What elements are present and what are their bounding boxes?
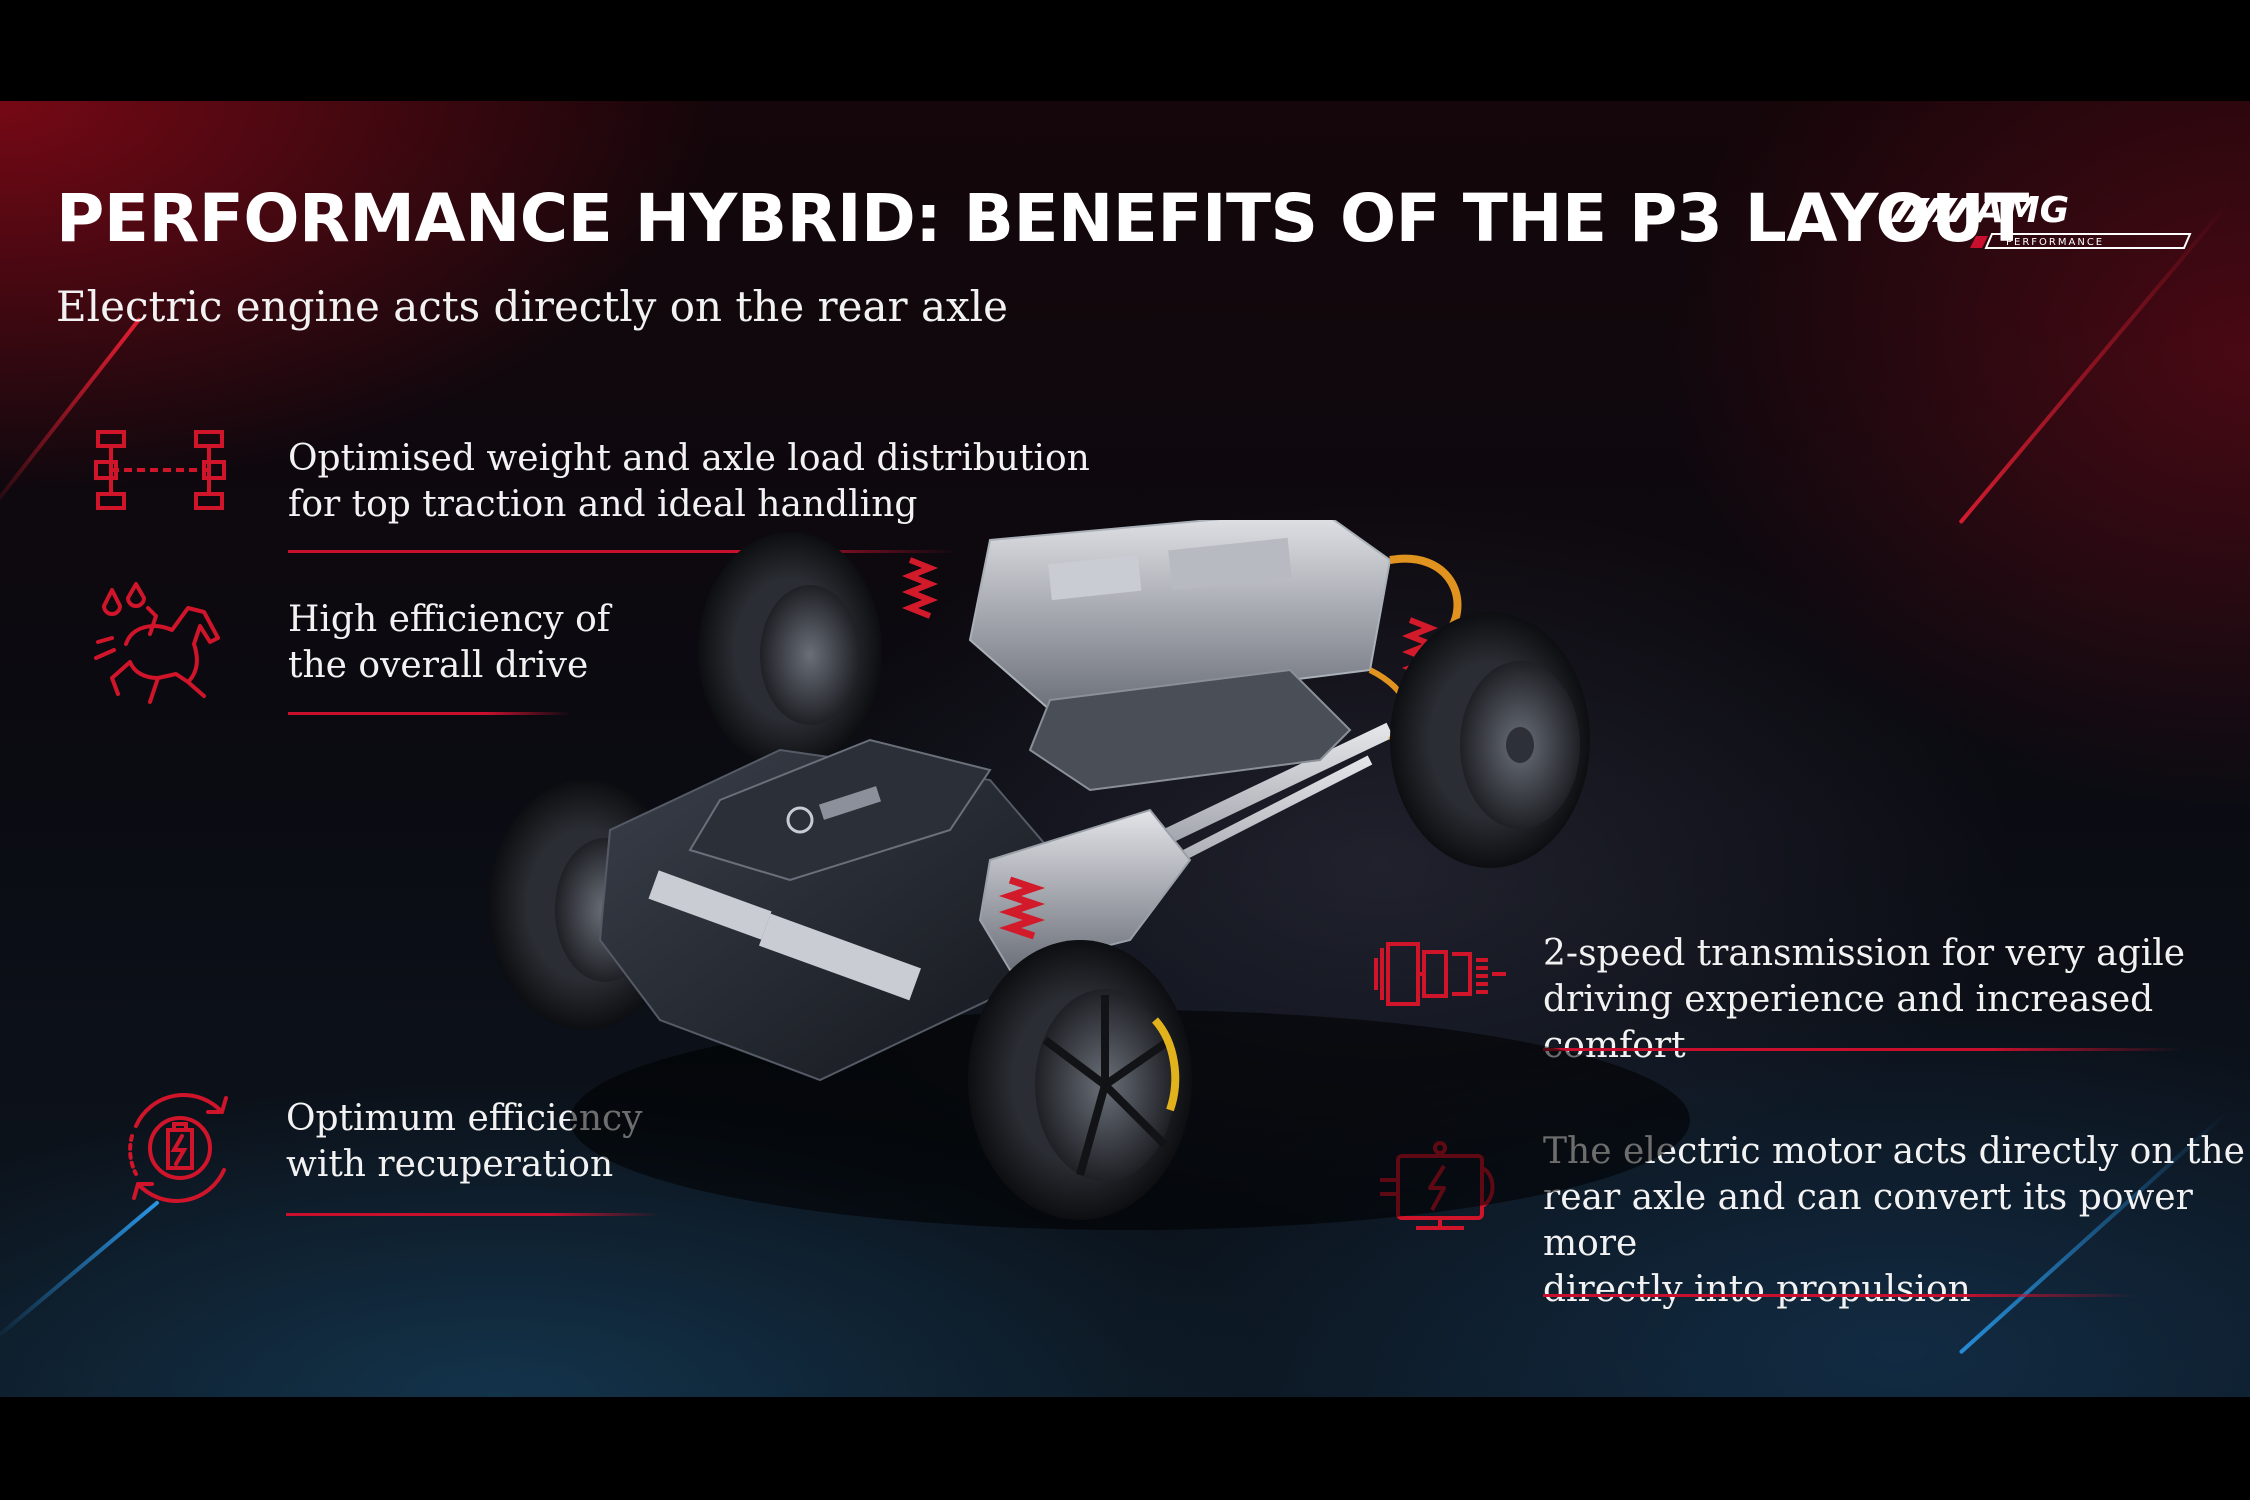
rear-right-wheel — [1390, 612, 1590, 868]
amg-logo: AMG PERFORMANCE — [1890, 190, 2192, 249]
feature-line: the overall drive — [288, 645, 589, 686]
transmission-icon — [1374, 942, 1506, 1006]
feature-transmission: 2-speed transmission for very agile driv… — [1543, 931, 2250, 1069]
page-title: PERFORMANCE HYBRID: BENEFITS OF THE P3 L… — [56, 180, 2029, 257]
divider-rule — [1543, 1048, 2183, 1051]
feature-weight-distribution: Optimised weight and axle load distribut… — [288, 436, 1090, 528]
rear-left-wheel — [698, 532, 882, 768]
divider-rule — [286, 1213, 660, 1216]
divider-rule — [288, 712, 570, 715]
feature-line: High efficiency of — [288, 599, 611, 640]
feature-line: driving experience and increased comfort — [1543, 979, 2154, 1066]
axle-load-icon — [94, 430, 226, 510]
feature-line: directly into propulsion — [1543, 1269, 1971, 1310]
feature-line: Optimised weight and axle load distribut… — [288, 438, 1090, 479]
feature-line: rear axle and can convert its power more — [1543, 1177, 2193, 1264]
divider-rule — [288, 550, 958, 553]
battery-recuperation-icon — [128, 1093, 228, 1203]
feature-line: with recuperation — [286, 1144, 614, 1185]
horse-efficiency-icon — [94, 582, 220, 704]
divider-rule — [1543, 1294, 2137, 1297]
blue-light-streak — [0, 1200, 160, 1345]
feature-line: for top traction and ideal handling — [288, 484, 918, 525]
front-right-wheel — [968, 940, 1192, 1220]
feature-line: 2-speed transmission for very agile — [1543, 933, 2186, 974]
page-subtitle: Electric engine acts directly on the rea… — [56, 282, 1008, 331]
svg-text:PERFORMANCE: PERFORMANCE — [2006, 237, 2104, 248]
drivetrain-illustration — [490, 520, 1690, 1230]
feature-efficiency: High efficiency of the overall drive — [288, 597, 610, 689]
svg-text:AMG: AMG — [1973, 190, 2069, 231]
